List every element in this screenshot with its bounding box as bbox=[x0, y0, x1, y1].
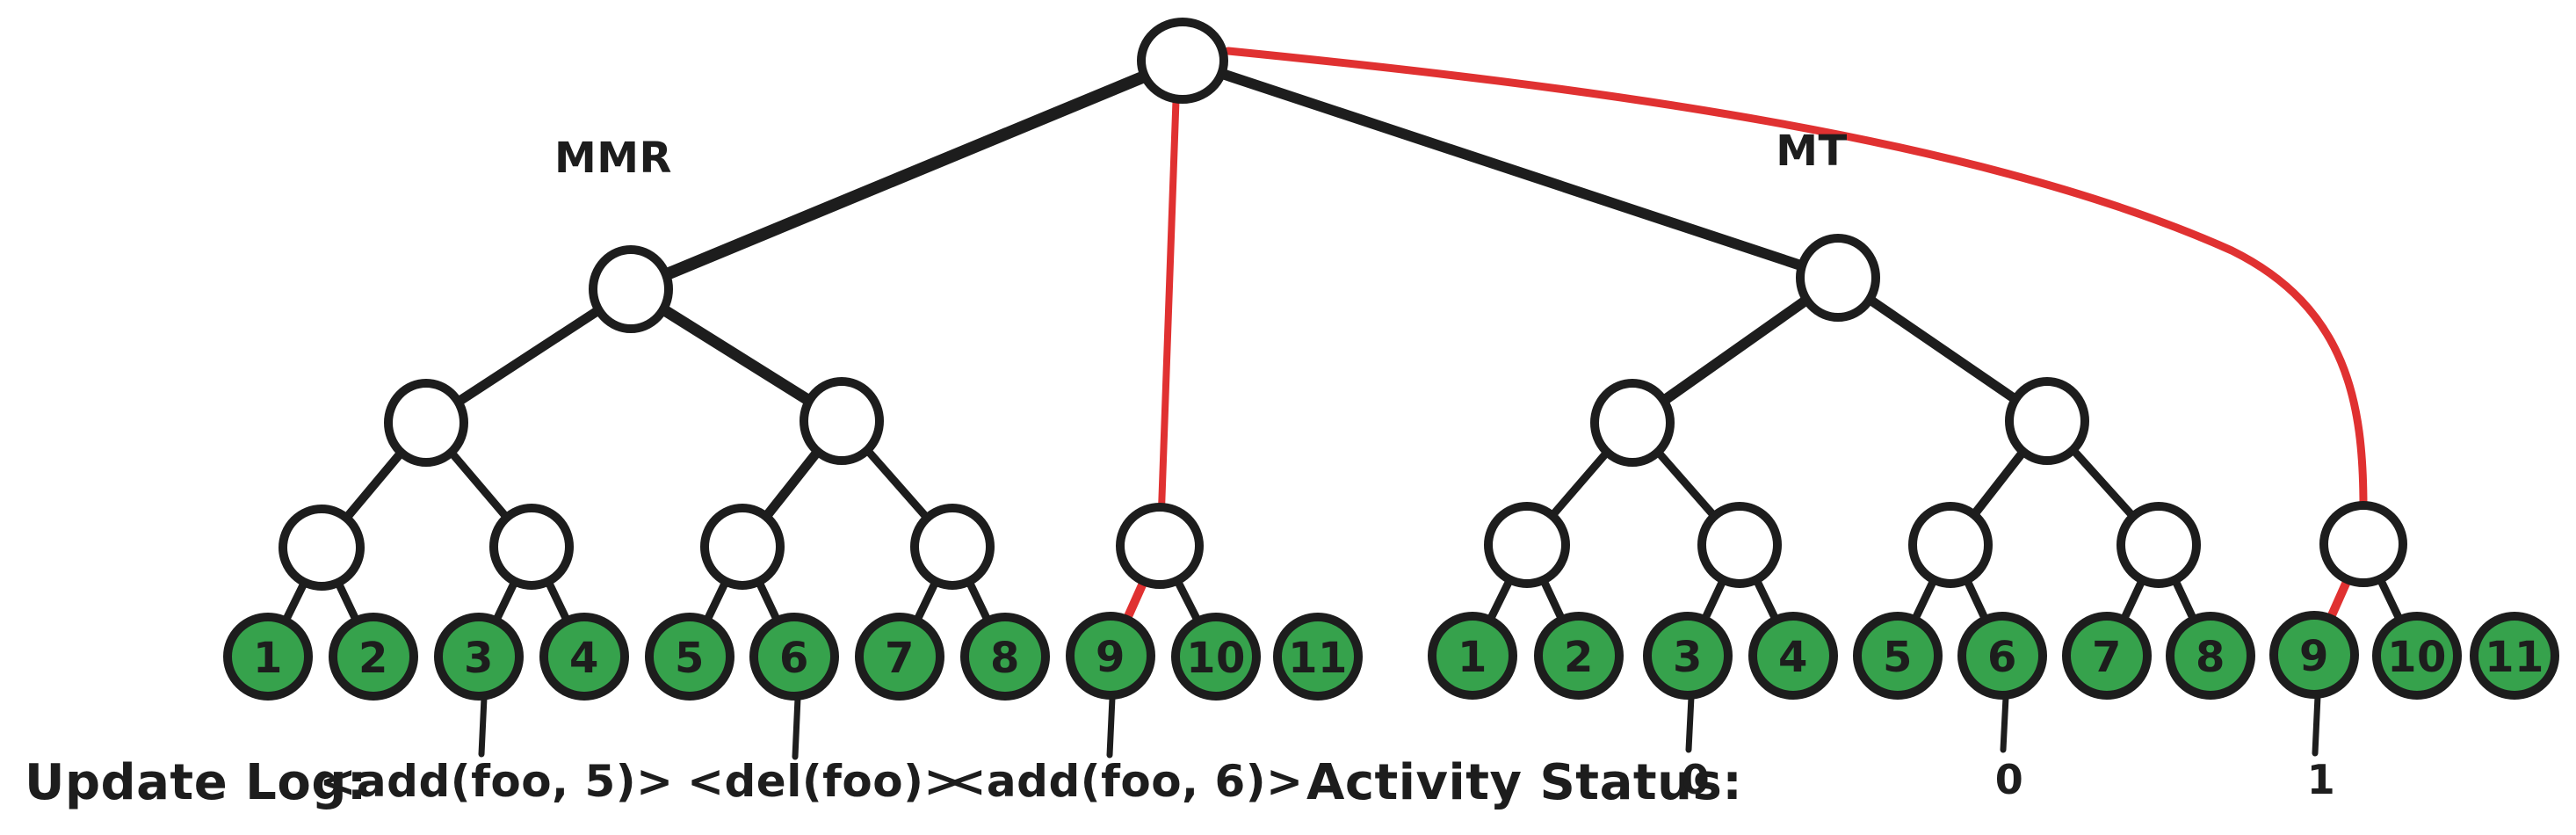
activity-status-tick-1 bbox=[1685, 693, 1695, 753]
update-log-tick-1 bbox=[478, 694, 488, 758]
mt-node-9-10 bbox=[2319, 501, 2407, 587]
mmr-leaf-10 bbox=[1171, 613, 1261, 701]
activity-status-value-2: 0 bbox=[1995, 756, 2024, 803]
mt-leaf-7 bbox=[2062, 612, 2152, 700]
mmr-leaf-6 bbox=[749, 613, 839, 701]
mt-leaf-3-number: 3 bbox=[1673, 633, 1703, 682]
mmr-leaf-2 bbox=[329, 613, 418, 701]
mmr-leaf-11 bbox=[1273, 613, 1363, 701]
tree-edge-root-t2 bbox=[1177, 55, 1843, 283]
mmr-leaf-2-number: 2 bbox=[358, 634, 388, 683]
activity-status-value-1: 0 bbox=[1682, 756, 1711, 803]
mt-leaf-4 bbox=[1748, 612, 1838, 700]
mmr-leaf-7-number: 7 bbox=[885, 634, 915, 683]
mmr-node-3-4 bbox=[489, 504, 574, 590]
mmr-leaf-11-number: 11 bbox=[1288, 634, 1348, 683]
mt-leaf-2-number: 2 bbox=[1564, 633, 1594, 682]
mmr-leaf-3 bbox=[434, 613, 524, 701]
root-node bbox=[1137, 18, 1228, 104]
mt-leaf-5 bbox=[1853, 612, 1943, 700]
mmr-leaf-7 bbox=[855, 613, 944, 701]
tree-edge-root-m2 bbox=[625, 54, 1189, 295]
mt-leaf-10-number: 10 bbox=[2387, 633, 2447, 682]
mmr-leaf-3-number: 3 bbox=[464, 634, 494, 683]
mt-leaf-5-number: 5 bbox=[1883, 633, 1913, 682]
mt-node-7-8 bbox=[2117, 502, 2201, 588]
mt-node-1-2 bbox=[1484, 502, 1570, 588]
update-log-tick-2 bbox=[792, 694, 801, 760]
activity-status-tick-3 bbox=[2312, 693, 2321, 757]
mt-node-5-8 bbox=[2005, 377, 2089, 465]
mt-node-1-8 bbox=[1796, 234, 1880, 322]
mt-leaf-8 bbox=[2166, 612, 2255, 700]
red-link-root-to-mt-node bbox=[1224, 47, 2368, 512]
mmr-leaf-6-number: 6 bbox=[779, 634, 809, 683]
red-link-root-to-mmr-peak bbox=[1158, 84, 1180, 513]
mmr-leaf-1-number: 1 bbox=[253, 634, 283, 683]
mt-leaf-6 bbox=[1957, 612, 2047, 700]
mt-node-3-4 bbox=[1697, 502, 1782, 588]
ticks-layer bbox=[478, 693, 2321, 760]
mt-leaf-9-number: 9 bbox=[2299, 632, 2329, 681]
mt-leaf-6-number: 6 bbox=[1987, 633, 2017, 682]
mmr-label: MMR bbox=[554, 134, 672, 183]
activity-status-label: Activity Status: bbox=[1306, 754, 1742, 811]
activity-status-value-3: 1 bbox=[2307, 756, 2336, 803]
mmr-leaf-9-number: 9 bbox=[1096, 633, 1125, 682]
mmr-leaf-5-number: 5 bbox=[675, 634, 705, 683]
mmr-node-1-4 bbox=[384, 379, 468, 467]
mmr-node-7-8 bbox=[910, 504, 995, 590]
update-log-entry-1: <add(foo, 5)> bbox=[320, 756, 674, 807]
mmr-leaf-4-number: 4 bbox=[569, 634, 599, 683]
mt-label: MT bbox=[1776, 127, 1848, 176]
mmr-leaf-8 bbox=[960, 613, 1050, 701]
mmr-leaf-1 bbox=[223, 613, 313, 701]
mmr-node-5-6 bbox=[700, 504, 785, 590]
mmr-leaf-9 bbox=[1066, 612, 1155, 700]
mmr-node-1-2 bbox=[279, 505, 365, 591]
mt-leaf-3 bbox=[1643, 612, 1733, 700]
mt-node-5-6 bbox=[1908, 502, 1993, 588]
mmr-peak-9-10 bbox=[1116, 503, 1204, 589]
mt-leaf-1-number: 1 bbox=[1458, 633, 1487, 682]
update-log-entry-3: <add(foo, 6)> bbox=[950, 756, 1304, 807]
mt-leaf-11-number: 11 bbox=[2485, 633, 2544, 682]
mmr-leaf-4 bbox=[539, 613, 629, 701]
mmr-leaf-5 bbox=[645, 613, 734, 701]
update-log-label: Update Log: bbox=[25, 754, 367, 811]
mt-leaf-2 bbox=[1534, 612, 1624, 700]
mt-leaf-11 bbox=[2470, 612, 2559, 700]
update-log-entry-2: <del(foo)> bbox=[687, 756, 961, 807]
update-log-tick-3 bbox=[1106, 694, 1116, 759]
mt-node-1-4 bbox=[1590, 379, 1675, 467]
mmr-peak-1-8 bbox=[589, 245, 673, 333]
mmr-node-5-8 bbox=[800, 377, 884, 465]
mmr-leaf-10-number: 10 bbox=[1186, 634, 1246, 683]
nodes-layer bbox=[223, 18, 2559, 701]
activity-status-tick-2 bbox=[2000, 693, 2009, 753]
mt-leaf-1 bbox=[1428, 612, 1517, 700]
mmr-leaf-8-number: 8 bbox=[990, 634, 1020, 683]
mt-leaf-8-number: 8 bbox=[2196, 633, 2225, 682]
mt-leaf-10 bbox=[2372, 612, 2462, 700]
mt-leaf-4-number: 4 bbox=[1778, 633, 1808, 682]
mt-leaf-7-number: 7 bbox=[2092, 633, 2122, 682]
mt-leaf-9 bbox=[2269, 611, 2359, 699]
